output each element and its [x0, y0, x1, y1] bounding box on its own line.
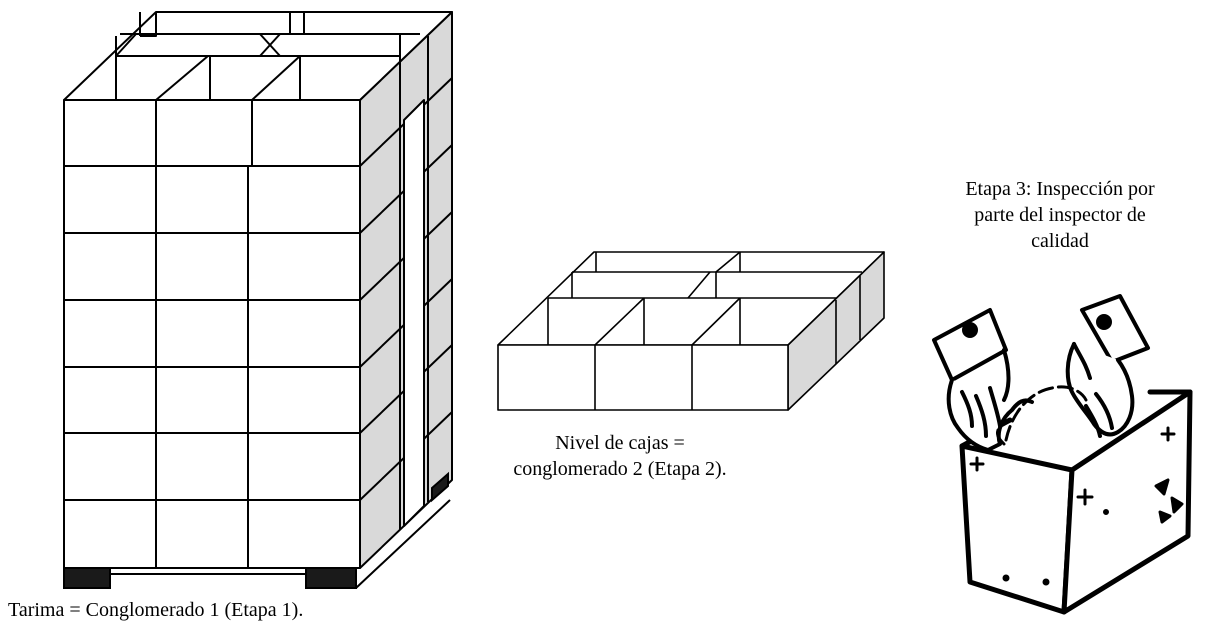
layer-front-face	[497, 344, 789, 411]
layer-side-dividers	[835, 276, 861, 364]
inspected-box-marks	[969, 426, 1184, 586]
inspector-hands-box-icon	[932, 294, 1193, 615]
caption-stage-3-line-3: calidad	[1031, 230, 1089, 252]
layer-front-dividers	[594, 345, 693, 410]
pallet-foot-left	[63, 567, 111, 589]
caption-stage-1: Tarima = Conglomerado 1 (Etapa 1).	[8, 599, 304, 621]
pallet-base	[63, 471, 451, 589]
caption-stage-3: Etapa 3: Inspección por parte del inspec…	[920, 176, 1200, 254]
caption-stage-2-line-2: conglomerado 2 (Etapa 2).	[513, 458, 727, 480]
box-layer-icon	[497, 251, 885, 411]
pallet-top-cells	[115, 12, 420, 101]
layer-top-cells	[547, 251, 862, 346]
right-cuff	[1080, 294, 1150, 364]
left-hand	[932, 308, 1034, 452]
inspected-box	[959, 389, 1193, 615]
right-hand	[1065, 294, 1150, 438]
pallet-foot-right	[305, 567, 357, 589]
caption-stage-3-line-2: parte del inspector de	[974, 204, 1146, 226]
caption-stage-2-line-1: Nivel de cajas =	[555, 432, 685, 454]
box-flap-arc	[1004, 385, 1088, 442]
pallet-strap	[403, 99, 425, 527]
caption-stage-3-line-1: Etapa 3: Inspección por	[965, 178, 1155, 200]
inspected-box-front	[959, 443, 1075, 615]
inspected-box-side	[1061, 389, 1193, 615]
pallet-front-face	[63, 99, 361, 569]
pallet-column-lines	[155, 100, 253, 568]
pallet-row-lines	[64, 165, 360, 501]
left-cuff	[932, 308, 1008, 382]
pallet-foot-back	[431, 471, 449, 503]
caption-stage-2: Nivel de cajas = conglomerado 2 (Etapa 2…	[470, 430, 770, 482]
pallet-stack-icon	[63, 11, 453, 569]
